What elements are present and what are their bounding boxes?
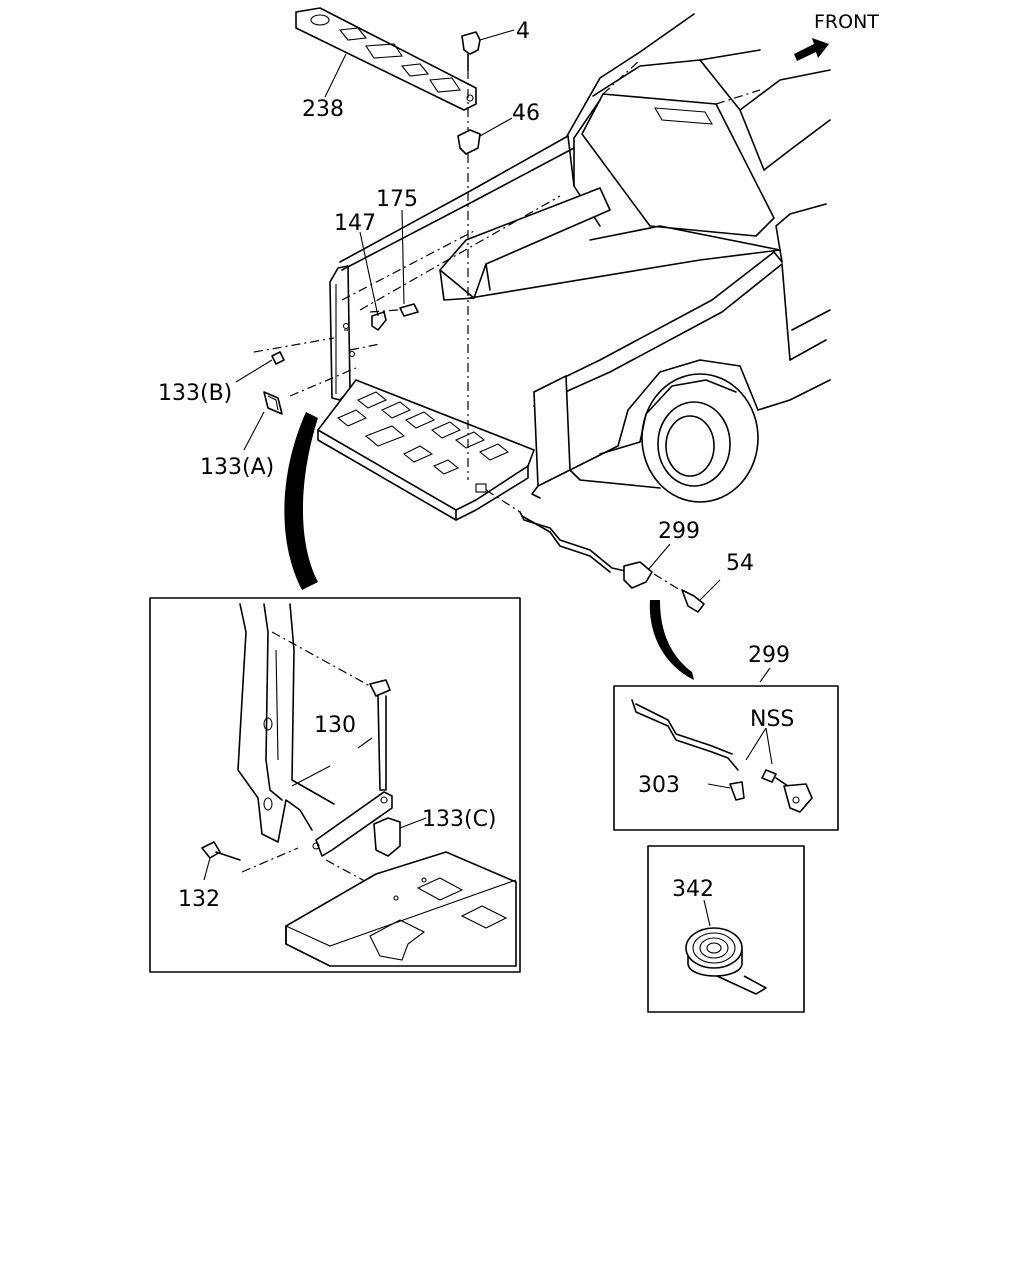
callout-labels: 4 46 238 175 147 133(B) 133(A) 299 54 13… (158, 19, 794, 912)
callout-133c: 133(C) (422, 807, 497, 832)
part-133b-clip (235, 351, 285, 383)
arrow-front-icon (794, 38, 829, 61)
tailgate-panel (317, 379, 535, 521)
front-label: FRONT (814, 11, 879, 33)
part-46-fastener (457, 117, 513, 155)
callout-299-detail: 299 (748, 643, 790, 668)
callout-175: 175 (376, 187, 418, 212)
detail-box-hinge-link (149, 597, 521, 973)
part-299-cable (485, 489, 681, 591)
callout-4: 4 (516, 19, 530, 44)
callout-130: 130 (314, 713, 356, 738)
part-133a-pad (243, 391, 283, 451)
callout-238: 238 (302, 97, 344, 122)
detail-box-tape (647, 845, 805, 1013)
part-238-gasket (295, 7, 477, 111)
callout-303: 303 (638, 773, 680, 798)
callout-133b: 133(B) (158, 381, 232, 406)
detail-box-cable (613, 667, 839, 831)
part-4-clip (461, 29, 515, 71)
front-orientation: FRONT (794, 11, 879, 61)
callout-342: 342 (672, 877, 714, 902)
detail-arrow-icon (649, 600, 694, 680)
callout-147: 147 (334, 211, 376, 236)
callout-54: 54 (726, 551, 754, 576)
detail-arrow-icon (284, 412, 318, 590)
callout-46: 46 (512, 101, 540, 126)
pickup-truck-illustration (253, 13, 831, 503)
part-147-clip (359, 231, 387, 331)
callout-132: 132 (178, 887, 220, 912)
part-54-screw (681, 579, 721, 613)
part-175-bolt (399, 209, 419, 317)
callout-nss: NSS (750, 707, 794, 732)
callout-133a: 133(A) (200, 455, 274, 480)
callout-299: 299 (658, 519, 700, 544)
